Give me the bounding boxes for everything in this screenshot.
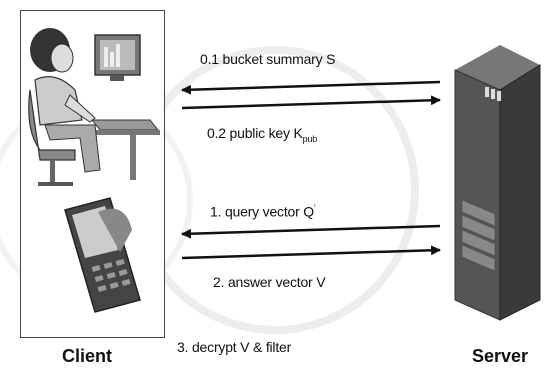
client-label: Client: [62, 346, 113, 366]
arrow-answer-vector: [181, 245, 441, 260]
arrow-query-vector: [181, 224, 441, 239]
label-decrypt-filter: 3. decrypt V & filter: [177, 339, 292, 355]
label-public-key-sub: pub: [302, 133, 318, 144]
label-bucket-summary: 0.1 bucket summary S: [200, 51, 336, 67]
label-public-key: 0.2 public key Kpub: [207, 125, 317, 144]
server-label: Server: [472, 346, 529, 366]
label-query-vector-sup: ': [313, 203, 316, 213]
arrow-public-key: [181, 95, 441, 110]
label-public-key-main: 0.2 public key K: [207, 125, 303, 141]
arrow-bucket-summary: [181, 80, 441, 95]
label-query-vector: 1. query vector Q': [210, 203, 316, 220]
label-answer-vector: 2. answer vector V: [213, 274, 326, 290]
label-query-vector-main: 1. query vector Q: [210, 203, 314, 220]
